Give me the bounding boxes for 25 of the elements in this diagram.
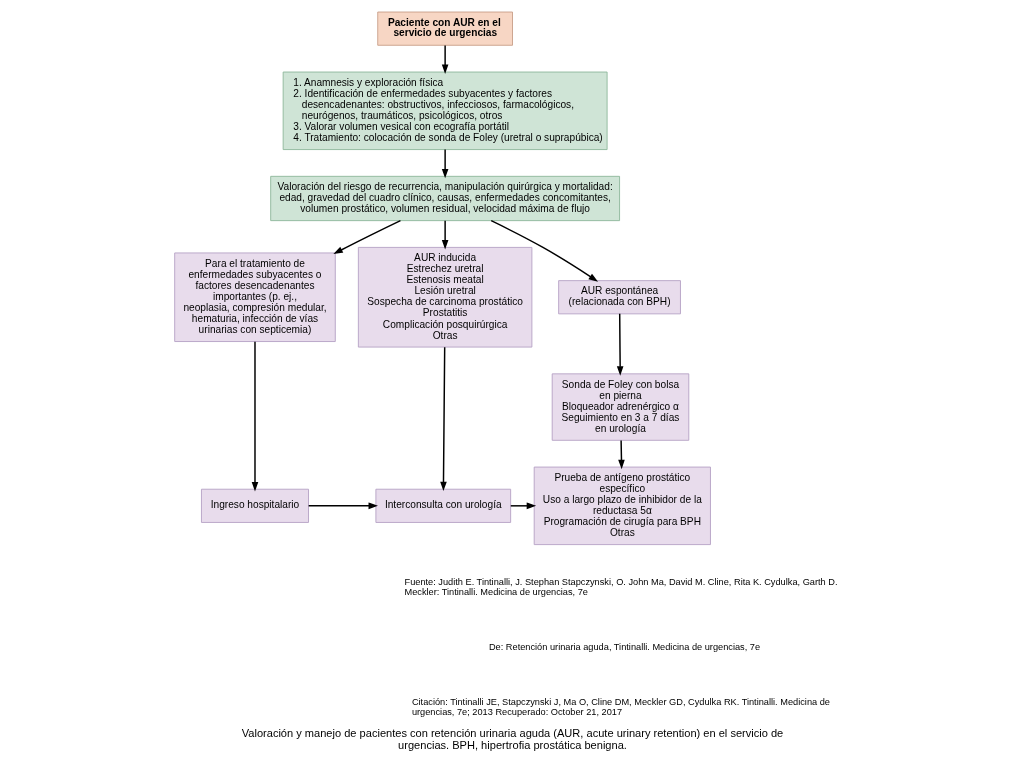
node-box: Interconsulta con urología <box>374 488 511 523</box>
arrow <box>251 341 258 492</box>
label: De: Retención urinaria aguda, Tintinalli. Medicina de urgencias, 7e <box>488 642 760 653</box>
node-box: Ingreso hospitalario <box>200 488 309 523</box>
arrow <box>439 346 447 492</box>
node-box: AUR inducida Estrechez uretral Estenosis meatal Lesión uretral Sospecha de carcinoma prostático Prostatitis Complicación posquirúrgica Otras <box>357 246 532 348</box>
node-box: Valoración del riesgo de recurrencia, manipulación quirúrgica y mortalidad: edad, gravedad del cuadro clínico, causas, enfermedades concomitantes, volumen prostático, volumen residual, velocidad máxima de flujo <box>269 175 620 222</box>
arrow <box>441 44 448 74</box>
arrow <box>332 219 401 255</box>
arrow <box>441 219 448 250</box>
node-box: 1. Anamnesis y exploración física 2. Identificación de enfermedades subyacentes y factores desencadenantes: obstructivos, infecciosos, farmacológicos, neurógenos, traumáticos, psicológicos, otros 3. Valorar volumen vesical con ecografía portátil 4. Tratamiento: colocación de sonda de Foley (uretral o suprapúbica) <box>282 71 608 150</box>
node-box: Sonda de Foley con bolsa en pierna Bloqueador adrenérgico α Seguimiento en 3 a 7 días en urología <box>551 373 689 441</box>
node-box: Paciente con AUR en el servicio de urgencias <box>376 11 513 46</box>
node-box: AUR espontánea (relacionada con BPH) <box>557 280 681 315</box>
caption: Valoración y manejo de pacientes con retención urinaria aguda (AUR, acute urinary retention) en el servicio de urgencias. BPH, hipertrofia prostática benigna. <box>241 727 783 752</box>
arrow <box>441 148 448 179</box>
arrow <box>509 502 536 510</box>
arrow <box>490 219 598 282</box>
node-box: Para el tratamiento de enfermedades subyacentes o factores desencadenantes importantes (p. ej., neoplasia, compresión medular, hematuria, infección de vías urinarias con septicemia) <box>173 252 336 342</box>
arrow <box>307 502 378 510</box>
label: Citación: Tintinalli JE, Stapczynski J, Ma O, Cline DM, Meckler GD, Cydulka RK. Tintinalli. Medicina de urgencias, 7e; 2013 Recuperado: October 21, 2017 <box>411 697 830 718</box>
arrow <box>616 313 623 376</box>
label: Fuente: Judith E. Tintinalli, J. Stephan Stapczynski, O. John Ma, David M. Cline, Rita K. Cydulka, Garth D. Meckler: Tintinalli. Medicina de urgencias, 7e <box>404 577 837 598</box>
node-box: Prueba de antígeno prostático específico Uso a largo plazo de inhibidor de la reductasa 5α Programación de cirugía para BPH Otras <box>533 466 711 546</box>
arrow <box>617 439 625 470</box>
